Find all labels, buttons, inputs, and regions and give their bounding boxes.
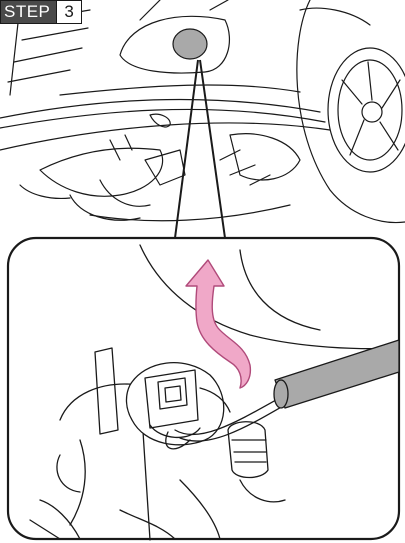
vehicle-overview xyxy=(0,0,405,223)
step-label: STEP xyxy=(1,1,56,23)
step-badge: STEP 3 xyxy=(0,0,82,24)
callout-lines xyxy=(175,60,225,238)
step-number: 3 xyxy=(56,1,80,23)
fog-lamp-lens xyxy=(173,29,207,59)
wheel-rim xyxy=(328,48,405,172)
